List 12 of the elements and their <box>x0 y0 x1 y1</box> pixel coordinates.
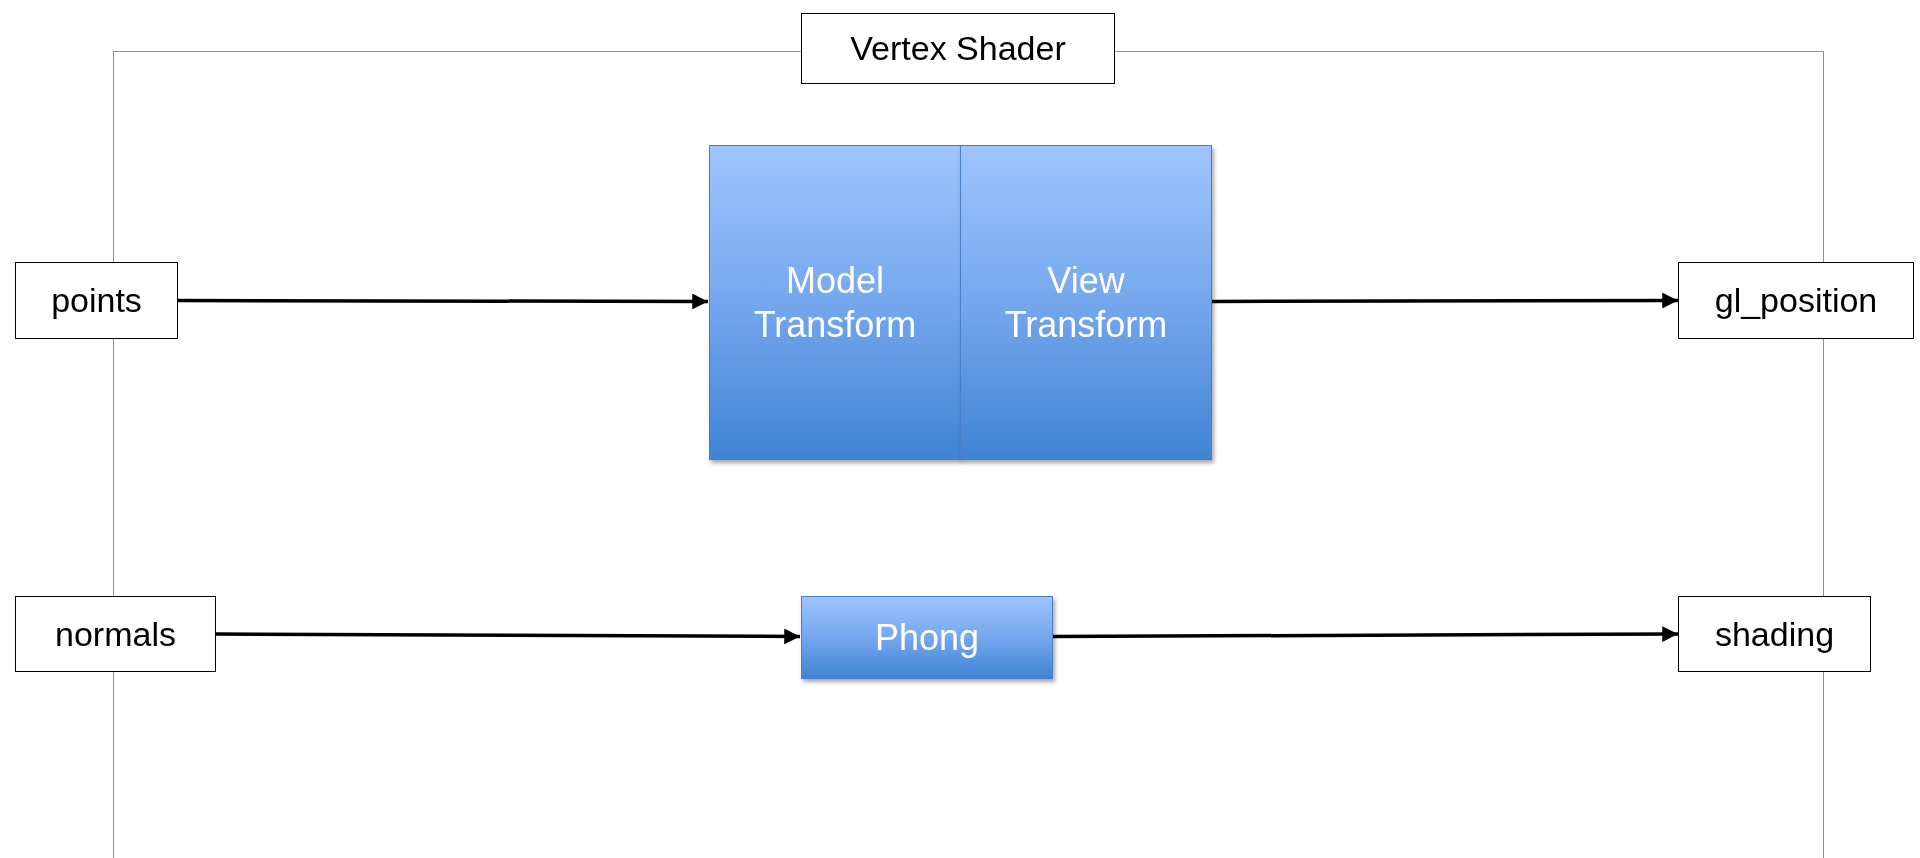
output-label: gl_position <box>1678 262 1914 339</box>
input-label: normals <box>15 596 216 672</box>
arrow <box>178 293 708 310</box>
arrow <box>216 628 800 645</box>
arrow <box>1211 292 1678 309</box>
transform-block: Model Transform <box>709 145 961 460</box>
arrow <box>1052 626 1678 642</box>
transform-block: View Transform <box>960 145 1212 460</box>
output-label: shading <box>1678 596 1871 672</box>
frame-title: Vertex Shader <box>801 13 1115 84</box>
input-label: points <box>15 262 178 339</box>
process-block: Phong <box>801 596 1053 679</box>
